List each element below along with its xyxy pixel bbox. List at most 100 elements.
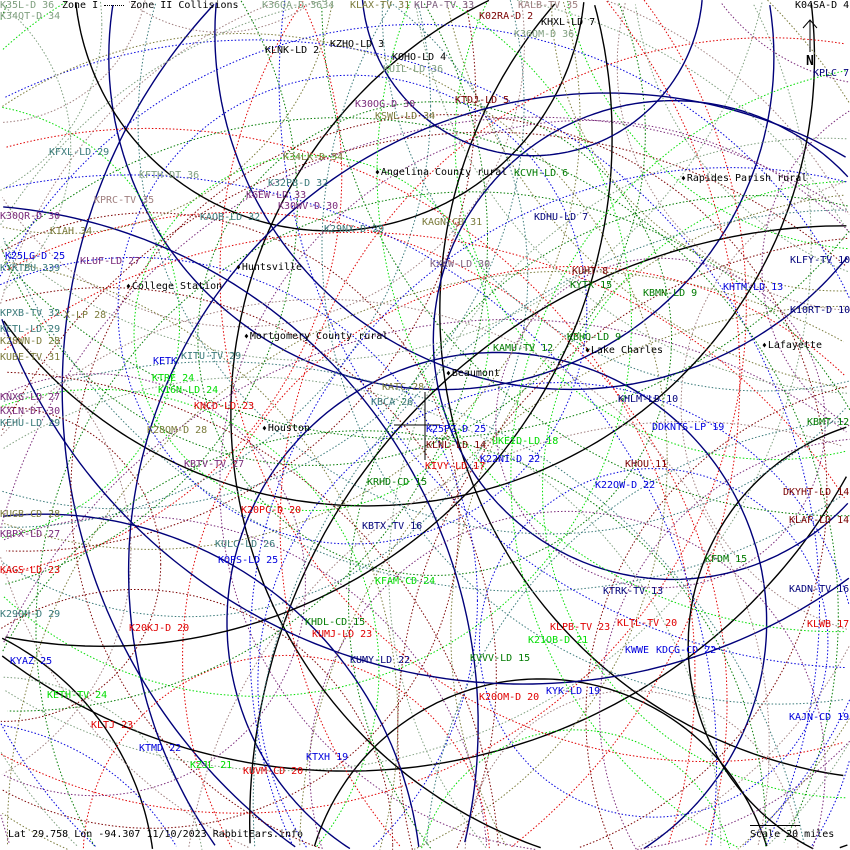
station-label[interactable]: K29NX-D 29 <box>324 224 385 235</box>
station-label[interactable]: KBTV-TV 27 <box>184 459 245 470</box>
station-label[interactable]: KDCG-CD 22 <box>656 645 717 656</box>
station-label[interactable]: KLPA-TV 33 <box>414 0 475 11</box>
station-label[interactable]: UKEID-LD 18 <box>492 436 559 447</box>
station-label[interactable]: K20OM-D 20 <box>479 692 540 703</box>
city-marker[interactable]: Huntsville <box>236 263 302 273</box>
station-label[interactable]: KAGS-LD 23 <box>0 565 61 576</box>
station-label[interactable]: KTRE 24 <box>152 373 195 384</box>
station-label[interactable]: KLFY-TV 10 <box>790 255 850 266</box>
station-label[interactable]: KWWE <box>625 645 650 656</box>
station-label[interactable]: KHOU 11 <box>625 459 668 470</box>
station-label[interactable]: KITU-TV 29 <box>181 351 242 362</box>
station-label[interactable]: KFXL-LD 29 <box>49 147 110 158</box>
station-label[interactable]: KLWB 17 <box>807 619 850 630</box>
station-label[interactable]: KXLN-DT 30 <box>0 406 61 417</box>
station-label[interactable]: KBTX-TV 16 <box>362 521 423 532</box>
station-label[interactable]: KDHU-LD 7 <box>534 212 589 223</box>
station-label[interactable]: KLNL-LD 14 <box>426 440 487 451</box>
station-label[interactable]: KVVV-LD 15 <box>470 653 531 664</box>
station-label[interactable]: K35L-D 36 <box>0 0 55 11</box>
station-label[interactable]: KOPS-LD 25 <box>218 555 279 566</box>
station-label[interactable]: KYK-LD 19 <box>546 686 601 697</box>
station-label[interactable]: KLPB-TV 23 <box>550 622 611 633</box>
station-label[interactable]: K22OW-D 22 <box>595 480 656 491</box>
station-label[interactable]: K34QT-D 34 <box>0 11 61 22</box>
city-marker[interactable]: Lafayette <box>762 341 822 351</box>
station-label[interactable]: KPXB-TV 32 <box>0 308 61 319</box>
station-label[interactable]: K29OH-D 29 <box>0 609 61 620</box>
station-label[interactable]: KEHU-LD 29 <box>0 418 61 429</box>
station-label[interactable]: KUBE-TV 31 <box>0 352 61 363</box>
station-label[interactable]: K34LK-D 34 <box>283 152 344 163</box>
station-label[interactable]: KNXG-LD 27 <box>0 392 61 403</box>
station-label[interactable]: KGEW-LD 33 <box>246 190 307 201</box>
station-label[interactable]: KAJN-CD 19 <box>789 712 850 723</box>
station-label[interactable]: K30OG-D 30 <box>355 99 416 110</box>
station-label[interactable]: DDKNTS-LP 19 <box>652 422 725 433</box>
station-label[interactable]: KLUF-LD 27 <box>80 256 141 267</box>
station-label[interactable]: K25PZ-D 25 <box>426 424 487 435</box>
station-label[interactable]: KLTL-TV 20 <box>617 618 678 629</box>
city-marker[interactable]: Rapides Parish rural <box>681 174 807 184</box>
station-label[interactable]: KUVM-CD 20 <box>243 766 304 777</box>
station-label[interactable]: KYTX 15 <box>570 280 613 291</box>
station-label[interactable]: K04SA-D 4 <box>795 0 850 11</box>
station-label[interactable]: KZJL 21 <box>190 760 233 771</box>
station-label[interactable]: K21OB-D 21 <box>528 635 589 646</box>
station-label[interactable]: DKYHT-LD 14 <box>783 487 850 498</box>
station-label[interactable]: KRHD-CD 15 <box>367 477 428 488</box>
station-label[interactable]: KHLM-LD 10 <box>618 394 679 405</box>
station-label[interactable]: KTRK-TV 13 <box>603 586 664 597</box>
station-label[interactable]: KYAZ 25 <box>10 656 53 667</box>
station-label[interactable]: KCVH-LD 6 <box>514 168 569 179</box>
station-label[interactable]: KAOB-LD 32 <box>200 212 261 223</box>
city-marker[interactable]: Houston <box>262 424 310 434</box>
station-label[interactable]: K28QM-D 28 <box>147 425 208 436</box>
station-label[interactable]: KPLC 7 <box>813 68 850 79</box>
station-label[interactable]: KADN-TV 16 <box>789 584 850 595</box>
station-label[interactable]: KATC 28 <box>382 382 425 393</box>
station-label[interactable]: KTDJ-LD 5 <box>455 95 510 106</box>
station-label[interactable]: K02RA-D 2 <box>479 11 534 22</box>
city-marker[interactable]: Beaumont <box>446 369 500 379</box>
station-label[interactable]: KLAX-TV 31 <box>350 0 411 11</box>
station-label[interactable]: KETH-TV 24 <box>47 690 108 701</box>
station-label[interactable]: KUGB-CD 28 <box>0 509 61 520</box>
station-label[interactable]: K30WV-D 30 <box>278 201 339 212</box>
station-label[interactable]: K32PB-D 32 <box>268 178 329 189</box>
station-label[interactable]: KOHO-LD 4 <box>392 52 447 63</box>
station-label[interactable]: K10RT-D 10 <box>790 305 850 316</box>
station-label[interactable]: KALB-TV 35 <box>518 0 579 11</box>
station-label[interactable]: KNCD-LD 23 <box>194 401 255 412</box>
station-label[interactable]: KUMJ-LD 23 <box>312 629 373 640</box>
station-label[interactable]: KLAF-LD 14 <box>789 515 850 526</box>
city-marker[interactable]: Lake Charles <box>585 346 663 356</box>
station-label[interactable]: KUIL-LD 36 <box>383 64 444 75</box>
station-label[interactable]: KFAM-CD 24 <box>375 576 436 587</box>
station-label[interactable]: KZHO-LD 3 <box>330 39 385 50</box>
station-label[interactable]: KTXH 19 <box>306 752 349 763</box>
station-label[interactable]: KSWL-LD 34 <box>375 111 436 122</box>
station-label[interactable]: X-LP 28 <box>64 310 107 321</box>
station-label[interactable]: KBMT 12 <box>807 417 850 428</box>
station-label[interactable]: KHDL-CD 15 <box>305 617 366 628</box>
station-label[interactable]: KAMU-TV 12 <box>493 343 554 354</box>
station-label[interactable]: KBMN-LD 9 <box>643 288 698 299</box>
station-label[interactable]: KAGN-CD 31 <box>422 217 483 228</box>
station-label[interactable]: K28WN-D 28 <box>0 336 61 347</box>
station-label[interactable]: KHXL-LD 7 <box>541 17 596 28</box>
station-label[interactable]: K16N-LD 24 <box>158 385 219 396</box>
station-label[interactable]: KBHO-LD 9 <box>567 332 622 343</box>
station-label[interactable]: K30QR-D 30 <box>0 211 61 222</box>
city-marker[interactable]: Mortgomery County rural <box>244 332 388 342</box>
station-label[interactable]: K36QM-D 36 <box>514 29 575 40</box>
station-label[interactable]: KYKTBU 339 <box>0 263 61 274</box>
city-marker[interactable]: College Station <box>126 282 222 292</box>
station-label[interactable]: K20KJ-D 20 <box>129 623 190 634</box>
station-label[interactable]: KHTM-LD 13 <box>723 282 784 293</box>
station-label[interactable]: KCTL-LD 29 <box>0 324 61 335</box>
station-label[interactable]: KFDM 15 <box>705 554 748 565</box>
station-label[interactable]: KXKW-LD 30 <box>430 259 491 270</box>
station-label[interactable]: K25LG-D 25 <box>5 251 66 262</box>
